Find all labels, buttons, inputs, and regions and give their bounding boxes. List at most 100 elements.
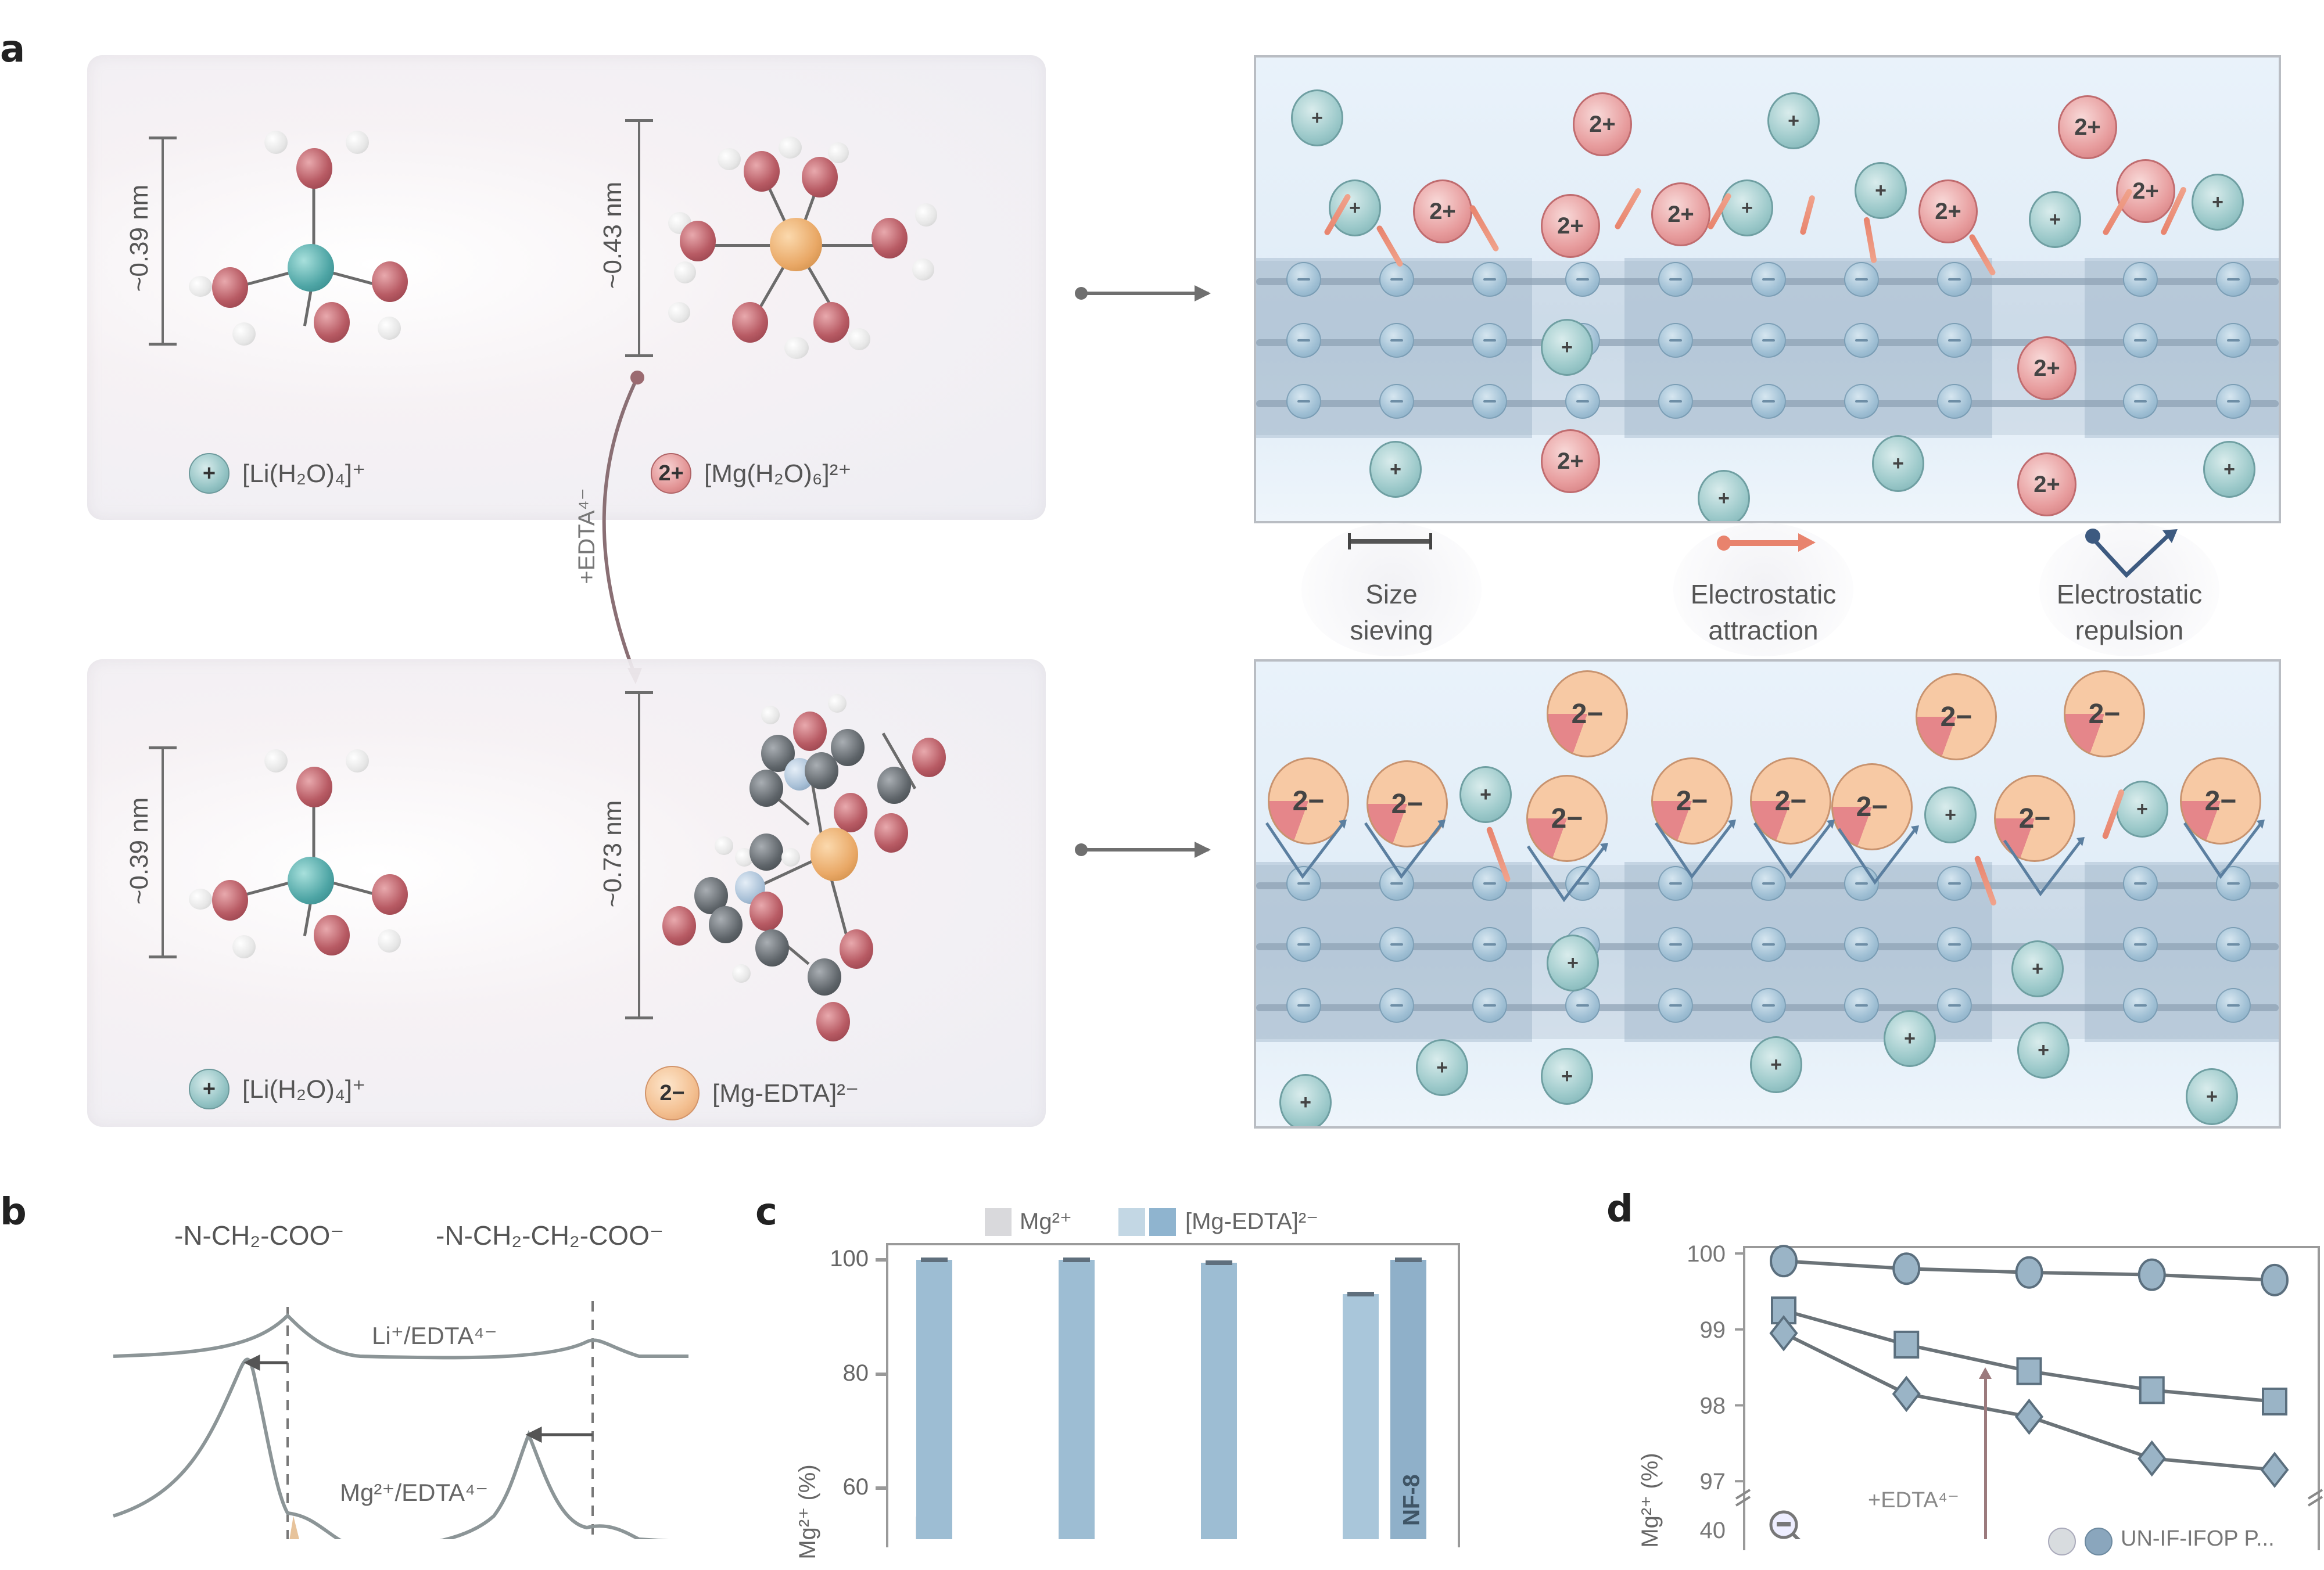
square-series-line [1783, 1309, 2275, 1403]
circle-marker [1770, 1245, 1798, 1278]
y-tick-label-lower: 40 [1700, 1518, 1726, 1539]
negative-charge-site-icon [1844, 384, 1879, 419]
repulsion-vee-icon [2183, 820, 2265, 879]
flow-arrow-top-icon [1075, 285, 1211, 301]
y-tick-label: 100 [1687, 1241, 1726, 1267]
magnifier-icon [1769, 1510, 1801, 1539]
negative-charge-site-icon [1658, 988, 1693, 1023]
diamond-marker [1892, 1375, 1921, 1413]
circle-marker [2261, 1263, 2289, 1296]
mg-ion-icon: 2+ [2017, 336, 2076, 400]
negative-charge-site-icon [1844, 866, 1879, 901]
negative-charge-site-icon [2123, 927, 2158, 962]
li-ion-icon: + [1767, 92, 1820, 149]
li-ion-icon: + [1369, 441, 1422, 498]
li-ion-icon: + [2029, 191, 2081, 248]
negative-charge-site-icon [1379, 927, 1414, 962]
li-ion-icon: + [1872, 435, 1924, 492]
attraction-arrow-icon [1468, 204, 1500, 253]
li-edta-trace [113, 1313, 688, 1360]
square-marker [2139, 1376, 2165, 1404]
error-bar [1063, 1258, 1090, 1263]
error-bar [920, 1258, 948, 1263]
li-ion-icon: + [1416, 1039, 1468, 1096]
diamond-marker [1769, 1315, 1798, 1352]
negative-charge-site-icon [1286, 384, 1321, 419]
mg-scale-label: ~0.43 nm [598, 181, 627, 289]
negative-charge-site-icon [1286, 262, 1321, 297]
li-ion-icon: + [1924, 786, 1977, 843]
line-chart-frame [1743, 1246, 2320, 1550]
repulsion-vee-icon [1265, 820, 1347, 879]
panel-b-label: b [0, 1191, 27, 1234]
circle-marker [2137, 1258, 2166, 1291]
mg-edta-ion-icon: 2− [1916, 673, 1997, 760]
negative-charge-site-icon [2123, 988, 2158, 1023]
bar-mg-edta [1390, 1260, 1426, 1539]
mg-scale-bar [622, 119, 657, 357]
li-hydrate-formula-bottom: [Li(H₂O)₄]⁺ [242, 1075, 366, 1104]
electrostatic-repulsion-icon [2085, 529, 2178, 578]
negative-charge-site-icon [1658, 262, 1693, 297]
mg-edta-trace-label: Mg²⁺/EDTA⁴⁻ [340, 1479, 489, 1506]
shift-arrow-1-icon [243, 1354, 288, 1371]
y-tick-label: 99 [1700, 1317, 1726, 1343]
negative-charge-site-icon [1937, 988, 1972, 1023]
li-ion-icon: + [1698, 470, 1750, 521]
negative-charge-site-icon [1379, 384, 1414, 419]
negative-charge-site-icon [1379, 262, 1414, 297]
mg-edta-ion-icon: 2− [1268, 757, 1349, 845]
axis-break-icon [1735, 1489, 2323, 1507]
electrostatic-attraction-icon [1717, 533, 1816, 552]
edta-annotation-arrow-icon [1979, 1367, 1992, 1539]
panel-d-label: d [1606, 1188, 1633, 1231]
group-label-ch2-ch2-coo: -N-CH₂-CH₂-COO⁻ [436, 1220, 664, 1251]
mg-ion-icon: 2+ [2017, 452, 2076, 516]
li-ion-icon: + [2017, 1022, 2070, 1079]
negative-charge-site-icon [2216, 866, 2251, 901]
edta-annotation: +EDTA⁴⁻ [1868, 1488, 1960, 1512]
y-tick-label: 98 [1700, 1393, 1726, 1418]
diamond-marker [2014, 1398, 2044, 1435]
negative-charge-site-icon [1472, 262, 1507, 297]
mg-ion-icon: 2+ [1541, 194, 1600, 258]
negative-charge-site-icon [1658, 927, 1693, 962]
repulsion-vee-icon [1364, 820, 1446, 879]
li-ion-icon: + [1279, 1074, 1332, 1126]
repulsion-vee-icon [1837, 825, 1919, 885]
li-ion-badge-icon: + [189, 1069, 229, 1109]
mg-ion-icon: 2+ [1413, 179, 1472, 243]
y-tick-label: 100 [830, 1246, 869, 1272]
legend-marker-light-icon [2048, 1528, 2076, 1555]
bar-chart-frame [886, 1243, 1460, 1547]
li-scale-bar [145, 136, 180, 346]
circle-marker [1892, 1252, 1921, 1285]
attraction-arrow-icon [1863, 217, 1877, 264]
panel-c-label: c [755, 1191, 777, 1234]
negative-charge-site-icon [1751, 262, 1786, 297]
mg-edta-scale-label: ~0.73 nm [598, 800, 627, 908]
li-ion-icon: + [1459, 766, 1512, 823]
negative-charge-site-icon [2216, 323, 2251, 358]
negative-charge-site-icon [2216, 927, 2251, 962]
negative-charge-site-icon [2123, 323, 2158, 358]
square-marker [2016, 1357, 2042, 1385]
negative-charge-site-icon [1844, 323, 1879, 358]
mg-edta-trace [113, 1357, 669, 1539]
repulsion-vee-icon [1654, 820, 1736, 879]
negative-charge-site-icon [1751, 927, 1786, 962]
legend-swatch-mg-edta-light [1118, 1208, 1145, 1236]
negative-charge-site-icon [2216, 262, 2251, 297]
y-tick [876, 1486, 886, 1490]
mg-edta-ion-icon: 2− [1526, 775, 1608, 862]
square-marker [2262, 1387, 2287, 1415]
bar-mg-edta [1058, 1260, 1095, 1539]
negative-charge-site-icon [1286, 323, 1321, 358]
legend-swatch-mg-edta-dark [1149, 1208, 1176, 1236]
li-ion-icon: + [2011, 940, 2064, 997]
negative-charge-site-icon [1286, 927, 1321, 962]
mg-edta-ion-icon: 2− [2064, 670, 2145, 757]
li-ion-icon: + [2192, 174, 2244, 231]
